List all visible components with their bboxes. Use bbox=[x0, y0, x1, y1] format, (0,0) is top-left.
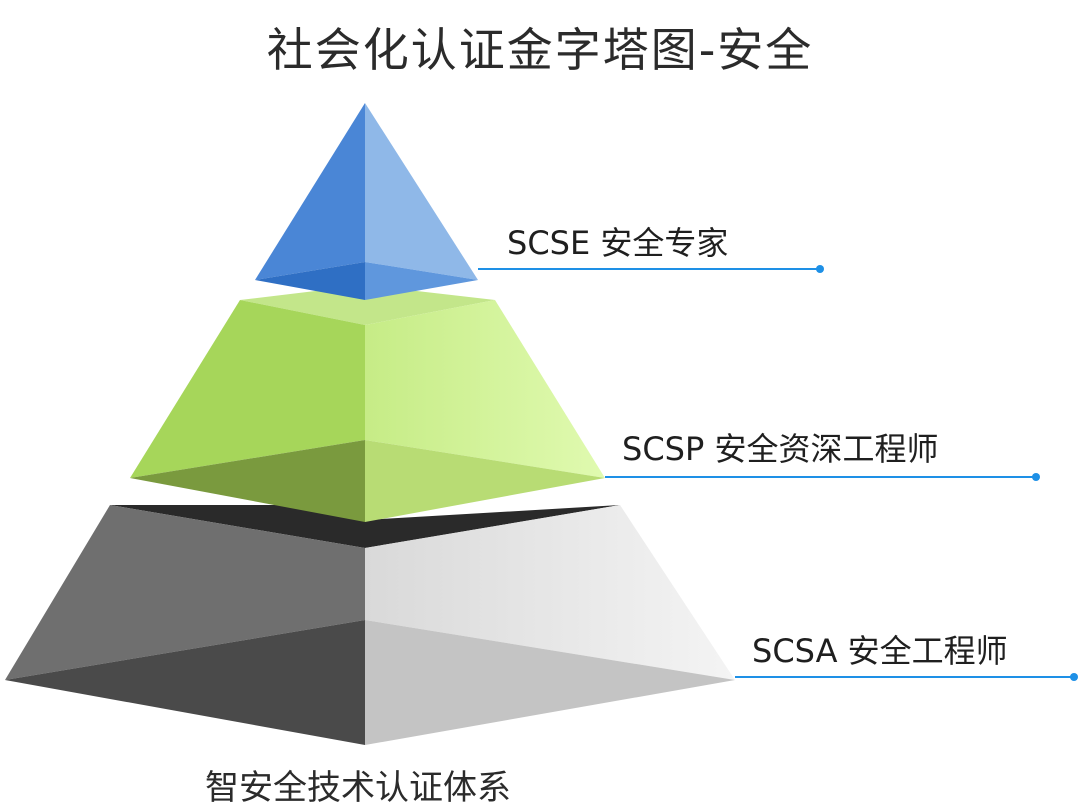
tier-label-scsp: SCSP 安全资深工程师 bbox=[622, 430, 939, 468]
leader-dot-scsp bbox=[1032, 473, 1040, 481]
leader-dot-scsa bbox=[1070, 673, 1078, 681]
page-title: 社会化认证金字塔图-安全 bbox=[266, 23, 814, 77]
tier-bottom bbox=[5, 505, 735, 745]
tier-label-scse: SCSE 安全专家 bbox=[507, 224, 729, 262]
tier-label-scsa: SCSA 安全工程师 bbox=[752, 632, 1008, 670]
leader-dot-scse bbox=[816, 265, 824, 273]
leader-lines bbox=[478, 265, 1078, 681]
tier-top bbox=[255, 103, 478, 300]
tier-middle bbox=[130, 285, 605, 522]
footer-caption: 智安全技术认证体系 bbox=[205, 768, 511, 808]
